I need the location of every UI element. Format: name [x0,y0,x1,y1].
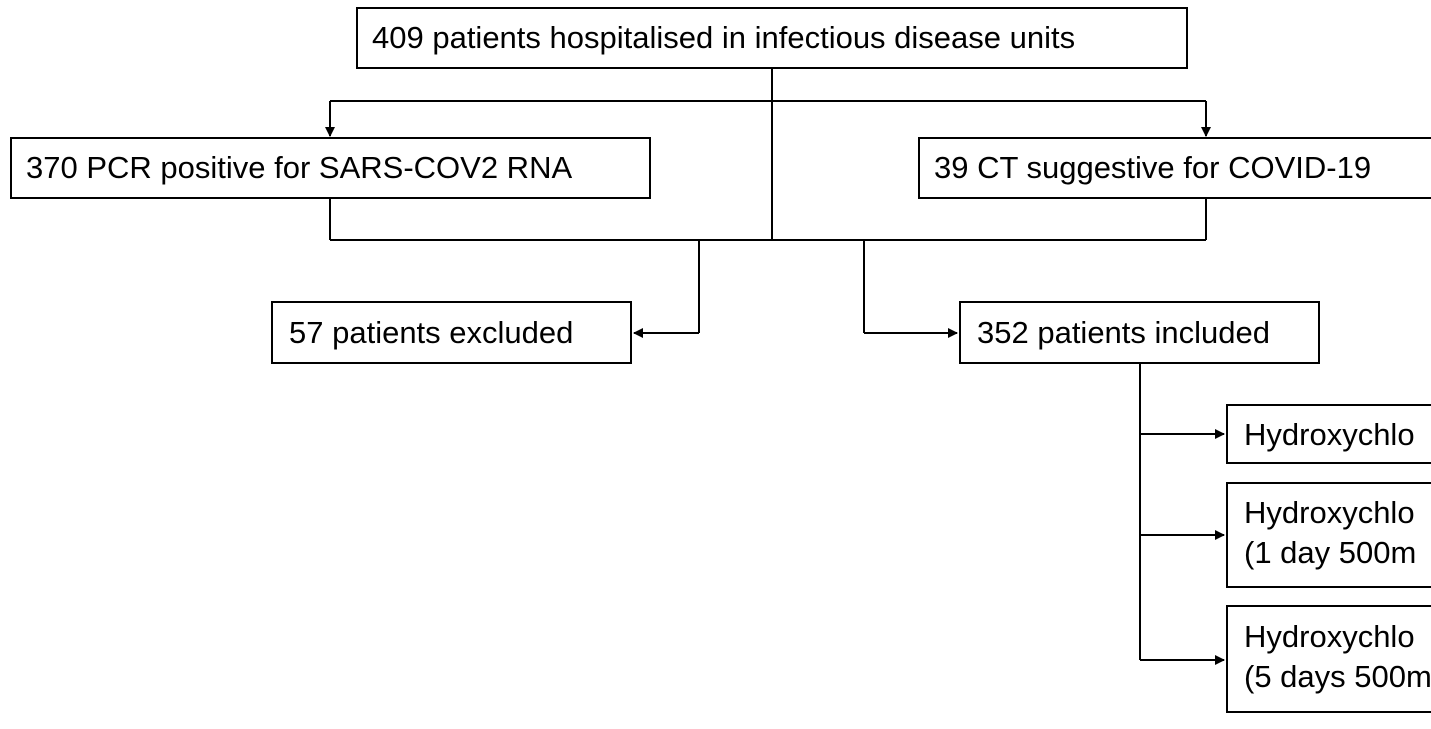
treatment-arm-3-box: Hydroxychlo (5 days 500m [1226,605,1431,713]
included-patients-box: 352 patients included [959,301,1320,364]
treatment-arm-2-line-2: (1 day 500m [1244,535,1417,570]
ct-suggestive-box: 39 CT suggestive for COVID-19 [918,137,1431,199]
treatment-arm-2-box: Hydroxychlo (1 day 500m [1226,482,1431,588]
pcr-positive-box: 370 PCR positive for SARS-COV2 RNA [10,137,651,199]
treatment-arm-1-line-1: Hydroxychlo [1244,417,1415,452]
included-patients-label: 352 patients included [977,315,1271,350]
excluded-patients-label: 57 patients excluded [289,315,574,350]
treatment-arm-3-line-2: (5 days 500m [1244,659,1431,694]
pcr-positive-label: 370 PCR positive for SARS-COV2 RNA [26,150,573,185]
excluded-patients-box: 57 patients excluded [271,301,632,364]
treatment-arm-1-box: Hydroxychlo [1226,404,1431,464]
total-patients-box: 409 patients hospitalised in infectious … [356,7,1188,69]
treatment-arm-2-line-1: Hydroxychlo [1244,495,1415,530]
treatment-arm-3-line-1: Hydroxychlo [1244,619,1415,654]
ct-suggestive-label: 39 CT suggestive for COVID-19 [934,150,1372,185]
total-patients-label: 409 patients hospitalised in infectious … [372,20,1076,55]
